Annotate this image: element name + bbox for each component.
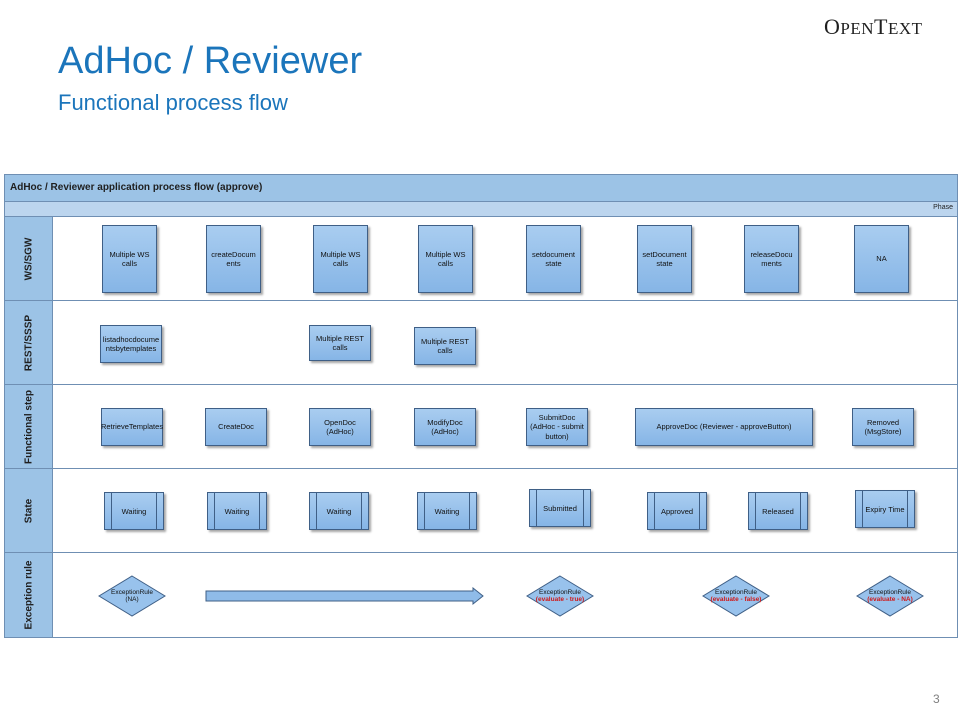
decision-diamond-icon: [856, 575, 924, 617]
functional-step-node[interactable]: SubmitDoc (AdHoc - submit button): [526, 408, 588, 446]
decision-diamond-icon: [98, 575, 166, 617]
state-node[interactable]: Expiry Time: [855, 490, 915, 528]
ws-node[interactable]: releaseDocu ments: [744, 225, 799, 293]
logo-letter: O: [824, 14, 841, 39]
ws-node[interactable]: Multiple WS calls: [313, 225, 368, 293]
ws-node[interactable]: setdocument state: [526, 225, 581, 293]
exception-title: ExceptionRule: [111, 588, 153, 596]
state-node[interactable]: Waiting: [207, 492, 267, 530]
rest-node[interactable]: listadhocdocume ntsbytemplates: [100, 325, 162, 363]
ws-node[interactable]: Multiple WS calls: [418, 225, 473, 293]
state-node[interactable]: Waiting: [104, 492, 164, 530]
lane-label-text: WS/SGW: [23, 237, 34, 280]
lane-functional-step: Functional step RetrieveTemplates Create…: [5, 385, 957, 469]
lane-state: State Waiting Waiting Waiting Waiting Su…: [5, 469, 957, 553]
page-number: 3: [933, 692, 940, 706]
rest-node[interactable]: Multiple REST calls: [414, 327, 476, 365]
exception-rule-node[interactable]: ExceptionRule(evaluate - false): [702, 575, 770, 617]
exception-title: ExceptionRule: [539, 588, 581, 596]
lane-label: Exception rule: [5, 553, 53, 637]
lane-ws-sgw: WS/SGW Multiple WS calls createDocum ent…: [5, 217, 957, 301]
logo-letters: PEN: [840, 19, 875, 38]
ws-node[interactable]: NA: [854, 225, 909, 293]
ws-node[interactable]: createDocum ents: [206, 225, 261, 293]
logo-letters: EXT: [887, 19, 923, 38]
state-node[interactable]: Submitted: [529, 489, 591, 527]
exception-title: ExceptionRule: [715, 588, 757, 596]
exception-rule-node[interactable]: ExceptionRule(evaluate - NA): [856, 575, 924, 617]
page-title: AdHoc / Reviewer: [58, 40, 363, 82]
exception-rule-node[interactable]: ExceptionRule(evaluate - true): [526, 575, 594, 617]
lane-label: REST/SSSP: [5, 301, 53, 384]
lane-exception-rule: Exception rule ExceptionRule(NA) Excepti…: [5, 553, 957, 637]
functional-step-node-wide[interactable]: ApproveDoc (Reviewer - approveButton): [635, 408, 813, 446]
lane-label-text: REST/SSSP: [23, 314, 34, 371]
exception-rule-node[interactable]: ExceptionRule(NA): [98, 575, 166, 617]
lane-label: State: [5, 469, 53, 552]
decision-diamond-icon: [702, 575, 770, 617]
logo-letter: T: [874, 14, 888, 39]
functional-step-node[interactable]: Removed (MsgStore): [852, 408, 914, 446]
process-flow-diagram: AdHoc / Reviewer application process flo…: [4, 174, 958, 638]
opentext-logo: OPENTEXT: [824, 14, 923, 40]
lane-label: Functional step: [5, 385, 53, 468]
lane-label: WS/SGW: [5, 217, 53, 300]
state-node[interactable]: Released: [748, 492, 808, 530]
rest-node[interactable]: Multiple REST calls: [309, 325, 371, 361]
diagram-title: AdHoc / Reviewer application process flo…: [10, 182, 263, 193]
page-subtitle: Functional process flow: [58, 90, 288, 115]
functional-step-node[interactable]: OpenDoc (AdHoc): [309, 408, 371, 446]
functional-step-node[interactable]: CreateDoc: [205, 408, 267, 446]
ws-node[interactable]: setDocument state: [637, 225, 692, 293]
lane-label-text: Functional step: [23, 389, 34, 464]
diagram-header: AdHoc / Reviewer application process flo…: [5, 175, 957, 202]
exception-detail: (evaluate - false): [710, 596, 762, 603]
lane-label-text: Exception rule: [23, 560, 34, 630]
state-node[interactable]: Approved: [647, 492, 707, 530]
exception-detail: (evaluate - NA): [867, 596, 913, 603]
functional-step-node[interactable]: ModifyDoc (AdHoc): [414, 408, 476, 446]
lane-label-text: State: [23, 498, 34, 523]
functional-step-node[interactable]: RetrieveTemplates: [101, 408, 163, 446]
phase-label: Phase: [933, 204, 953, 211]
exception-title: ExceptionRule: [869, 588, 911, 596]
phase-bar: Phase: [5, 202, 957, 217]
ws-node[interactable]: Multiple WS calls: [102, 225, 157, 293]
lane-rest-sssp: REST/SSSP listadhocdocume ntsbytemplates…: [5, 301, 957, 385]
decision-diamond-icon: [526, 575, 594, 617]
exception-detail: (evaluate - true): [535, 596, 585, 603]
state-node[interactable]: Waiting: [417, 492, 477, 530]
exception-detail: (NA): [125, 596, 139, 603]
flow-arrow-icon: [205, 587, 484, 606]
state-node[interactable]: Waiting: [309, 492, 369, 530]
